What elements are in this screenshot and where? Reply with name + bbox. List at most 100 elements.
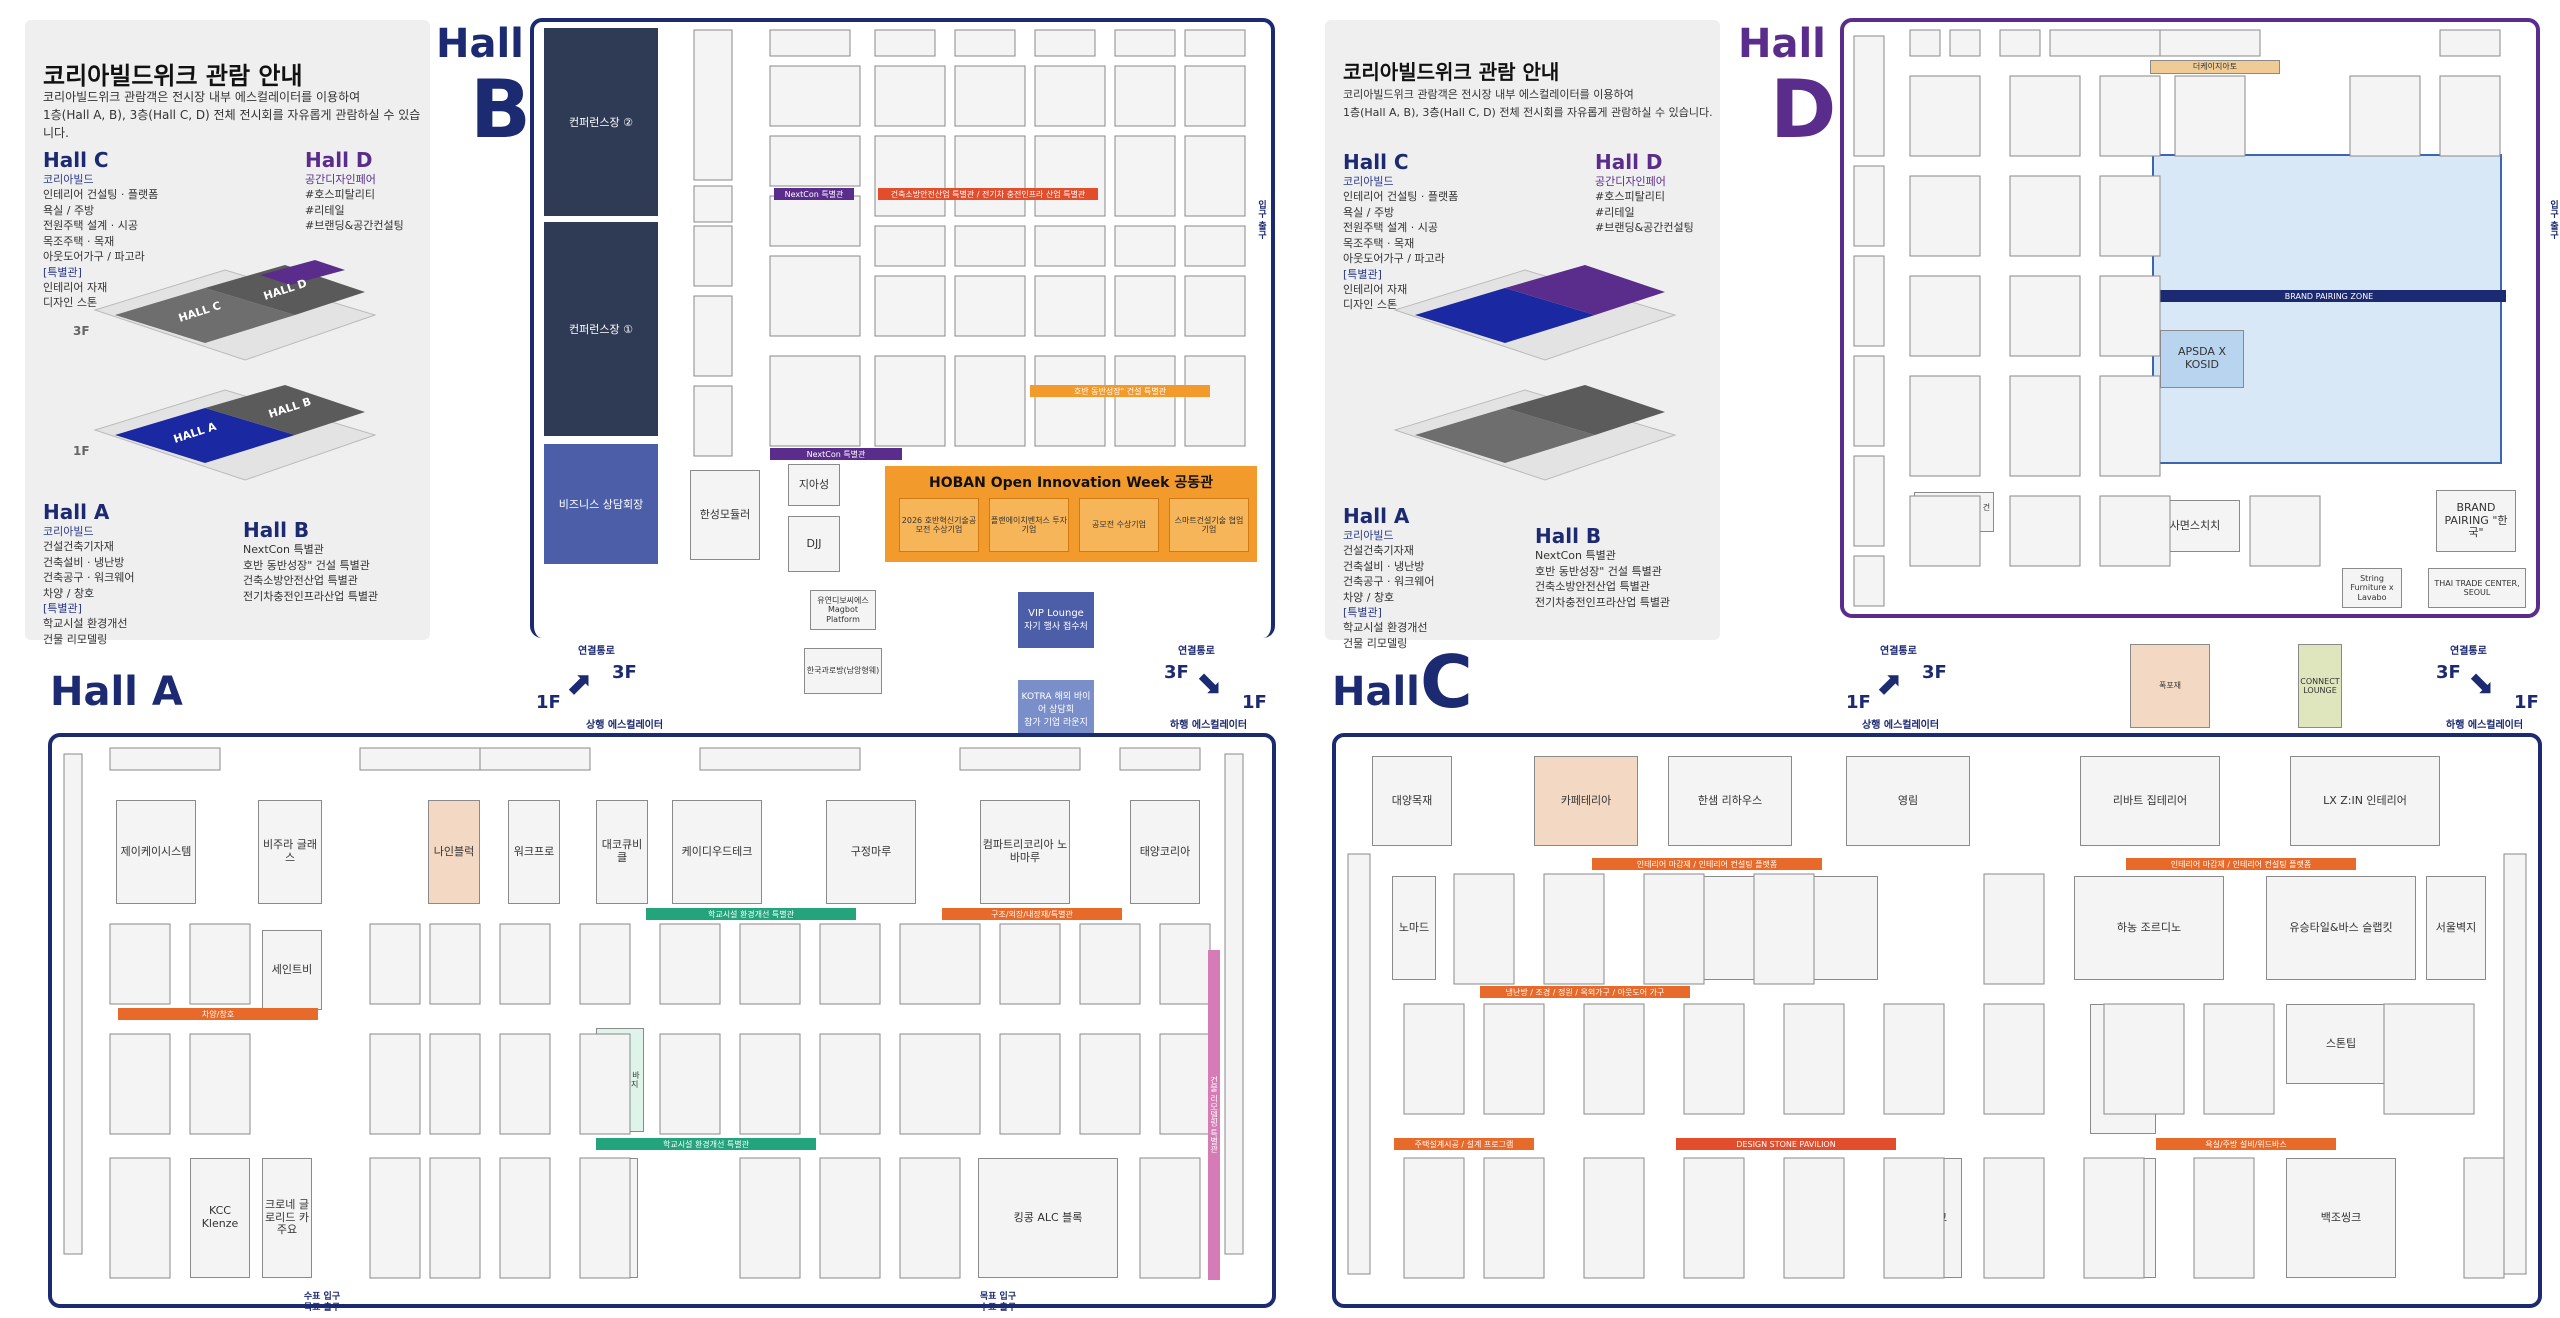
booth-jiaseong[interactable]: 지아성 [788, 464, 840, 506]
conference-room-2[interactable]: 컨퍼런스장 ② [544, 28, 658, 216]
legend-right-hall-c-category: 코리아빌드 [1343, 175, 1394, 188]
hall-b-entrance-right[interactable]: 입구 출구 [1256, 200, 1266, 240]
hall-d-entrance[interactable]: 입구 출구 [2548, 200, 2558, 240]
hoban-box[interactable]: 플랜에이치벤처스 투자기업 [989, 498, 1069, 552]
booth-lx-zin[interactable]: LX Z:IN 인테리어 [2290, 756, 2440, 846]
booth-baekjo-sink[interactable]: 백조씽크 [2286, 1158, 2396, 1278]
booth-string-furniture[interactable]: String Furniture x Lavabo [2342, 568, 2402, 608]
booth-connect-lounge[interactable]: CONNECT LOUNGE [2298, 644, 2342, 728]
booth-thai-trade-center[interactable]: THAI TRADE CENTER, SEOUL [2428, 568, 2526, 608]
kotra-lounge[interactable]: KOTRA 해외 바이어 상담회 참가 기업 라운지 [1018, 680, 1094, 736]
booth-jk-system[interactable]: 제이케이시스템 [116, 800, 196, 904]
booth-brand-pairing-korea[interactable]: BRAND PAIRING "한국" [2436, 490, 2516, 552]
booth-nine-block[interactable]: 나인블럭 [428, 800, 480, 904]
connect-passage-left: 연결통로 [578, 646, 615, 657]
hall-a-exit-right[interactable]: 목표 입구 수표 출구 [979, 1292, 1017, 1313]
legend-right-hall-d: Hall D 공간디자인페어 #호스피탈리티 #리테일 #브랜딩&공간컨설팅 [1595, 150, 1720, 236]
booth-daeyang-mokjae[interactable]: 대양목재 [1372, 756, 1452, 846]
booth-hanong-jordino[interactable]: 하농 조르디노 [2074, 876, 2224, 980]
booth-cafeteria[interactable]: 카페테리아 [1534, 756, 1638, 846]
banner-nextcon-top: NextCon 특별관 [774, 188, 854, 200]
vip-lounge[interactable]: VIP Lounge 자기 행사 접수처 [1018, 592, 1094, 648]
booth-taeyang-korea[interactable]: 태양코리아 [1130, 800, 1200, 904]
kotra-lounge-title: KOTRA 해외 바이어 상담회 [1021, 691, 1091, 715]
escalator-right-down-icon[interactable]: ⬊ [2468, 664, 2495, 702]
kotra-lounge-sub: 참가 기업 라운지 [1024, 717, 1088, 728]
legend-hall-b: Hall B NextCon 특별관 호반 동반성장" 건설 특별관 건축소방안… [243, 518, 423, 604]
booth-daeco-cubicle[interactable]: 대코큐비클 [596, 800, 648, 904]
hoban-box[interactable]: 공모전 수상기업 [1079, 498, 1159, 552]
legend-hall-c-item: 전원주택 설계 · 시공 [43, 219, 138, 232]
escalator-right-1f: 1F [1846, 692, 1871, 713]
banner-design-stone: DESIGN STONE PAVILION [1676, 1138, 1896, 1150]
booth-seoul-wallpaper[interactable]: 서울벽지 [2426, 876, 2486, 980]
booth-yeonglim[interactable]: 영림 [1846, 756, 1970, 846]
legend-hall-a-special-item: 학교시설 환경개선 [43, 617, 128, 630]
banner-interior-2: 인테리어 마감재 / 인테리어 컨설팅 플랫폼 [2126, 858, 2356, 870]
escalator-right-up-icon[interactable]: ⬈ [1876, 664, 1903, 702]
booth-gujeong-maru[interactable]: 구정마루 [826, 800, 916, 904]
escalator-down-icon[interactable]: ⬊ [1196, 664, 1223, 702]
booth-kcc-klenze[interactable]: KCC Klenze [190, 1158, 250, 1278]
booth-compact-korea[interactable]: 컴파트리코리아 노바마루 [980, 800, 1070, 904]
booth-hanssem[interactable]: 한샘 리하우스 [1668, 756, 1792, 846]
booth-pokpojae[interactable]: 폭포재 [2130, 644, 2210, 728]
hall-a-booth-grid [63, 747, 1244, 1279]
banner-window: 차양/창호 [118, 1008, 318, 1020]
iso-label-1f: 1F [73, 444, 90, 458]
booth-magbot[interactable]: 유연디보씨에스 Magbot Platform [810, 590, 876, 630]
guide-subtitle-2: 1층(Hall A, B), 3층(Hall C, D) 전체 전시회를 자유롭… [43, 108, 421, 140]
guide-title: 코리아빌드위크 관람 안내 [43, 62, 303, 90]
legend-right-hall-c-special-item: 디자인 스톤 [1343, 298, 1398, 311]
hoban-box[interactable]: 스마트건설기술 협업 기업 [1169, 498, 1249, 552]
hall-a-exit-left[interactable]: 수표 입구 목표 출구 [303, 1292, 341, 1313]
booth-apsda-kosid[interactable]: APSDA X KOSID [2160, 330, 2244, 388]
brand-pairing-zone [2152, 154, 2502, 464]
vip-lounge-title: VIP Lounge [1028, 608, 1084, 619]
booth-kingkong-alc[interactable]: 킹콩 ALC 블록 [978, 1158, 1118, 1278]
legend-right-hall-a-special-item: 건물 리모델링 [1343, 636, 1408, 650]
legend-right-hall-b-item: NextCon 특별관 [1535, 549, 1616, 562]
legend-right-hall-b-item: 전기차충전인프라산업 특별관 [1535, 595, 1671, 609]
booth-edu[interactable]: 한국과로방(남앙형웨) [804, 648, 882, 694]
legend-right-hall-b: Hall B NextCon 특별관 호반 동반성장" 건설 특별관 건축소방안… [1535, 524, 1715, 610]
legend-hall-d-item: #리테일 [305, 203, 345, 217]
connect-passage-right-2: 연결통로 [2450, 646, 2487, 657]
booth-saint-b[interactable]: 세인트비 [262, 930, 322, 1010]
legend-right-hall-c-special-item: 인테리어 자재 [1343, 282, 1408, 296]
booth-workpro[interactable]: 워크프로 [508, 800, 560, 904]
booth-djj[interactable]: DJJ [788, 516, 840, 572]
hoban-box[interactable]: 2026 호반혁신기술공모전 수상기업 [899, 498, 979, 552]
booth-hanseong[interactable]: 한성모듈러 [690, 470, 760, 560]
hoban-pavilion-title: HOBAN Open Innovation Week 공동관 [928, 475, 1214, 491]
legend-hall-c-special-item: 디자인 스톤 [43, 296, 98, 309]
hall-d-frame [1840, 18, 2540, 618]
connect-passage-right: 연결통로 [1880, 646, 1917, 657]
booth-livart[interactable]: 리바트 집테리어 [2080, 756, 2220, 846]
banner-remodeling: 건물 리모델링 특별관 [1208, 950, 1220, 1280]
business-meeting-room[interactable]: 비즈니스 상담회장 [544, 444, 658, 564]
legend-right-hall-a-item: 건축공구 · 워크웨어 [1343, 575, 1435, 588]
escalator-right-3f-2: 3F [2436, 662, 2461, 683]
booth-kd-woodtech[interactable]: 케이디우드테크 [672, 800, 762, 904]
booth-yuseung-tile[interactable]: 유승타일&바스 슬랩킷 [2266, 876, 2416, 980]
escalator-up-icon[interactable]: ⬈ [566, 664, 593, 702]
booth-stonetip[interactable]: 스톤팁 [2286, 1004, 2396, 1084]
iso-label-3f: 3F [73, 324, 90, 338]
booth-the-kasia[interactable]: 더케이지아토 [2150, 60, 2280, 74]
hall-c-booth-grid [1347, 853, 2527, 1279]
legend-hall-a-special: [특별관] [43, 602, 82, 615]
legend-right-hall-c-item: 욕실 / 주방 [1343, 205, 1395, 219]
banner-fire-safety: 건축소방안전산업 특별관 / 전기차 충전인프라 산업 특별관 [878, 188, 1098, 200]
booth-nomad[interactable]: 노마드 [1392, 876, 1436, 980]
legend-right-hall-d-item: #리테일 [1595, 205, 1635, 219]
hall-c-word: Hall [1332, 669, 1420, 715]
legend-hall-b-item: 호반 동반성장" 건설 특별관 [243, 558, 370, 572]
booth-bijura-glass[interactable]: 비주라 글래스 [258, 800, 322, 904]
conference-room-1[interactable]: 컨퍼런스장 ① [544, 222, 658, 436]
legend-right-hall-d-item: #호스피탈리티 [1595, 190, 1665, 203]
booth-krone-global[interactable]: 크로네 글로리드 카 주요 [262, 1158, 312, 1278]
banner-school-2: 학교시설 환경개선 특별관 [596, 1138, 816, 1150]
escalator-1f-label-r: 1F [1242, 692, 1267, 713]
hall-c-frame [1332, 733, 2542, 1308]
